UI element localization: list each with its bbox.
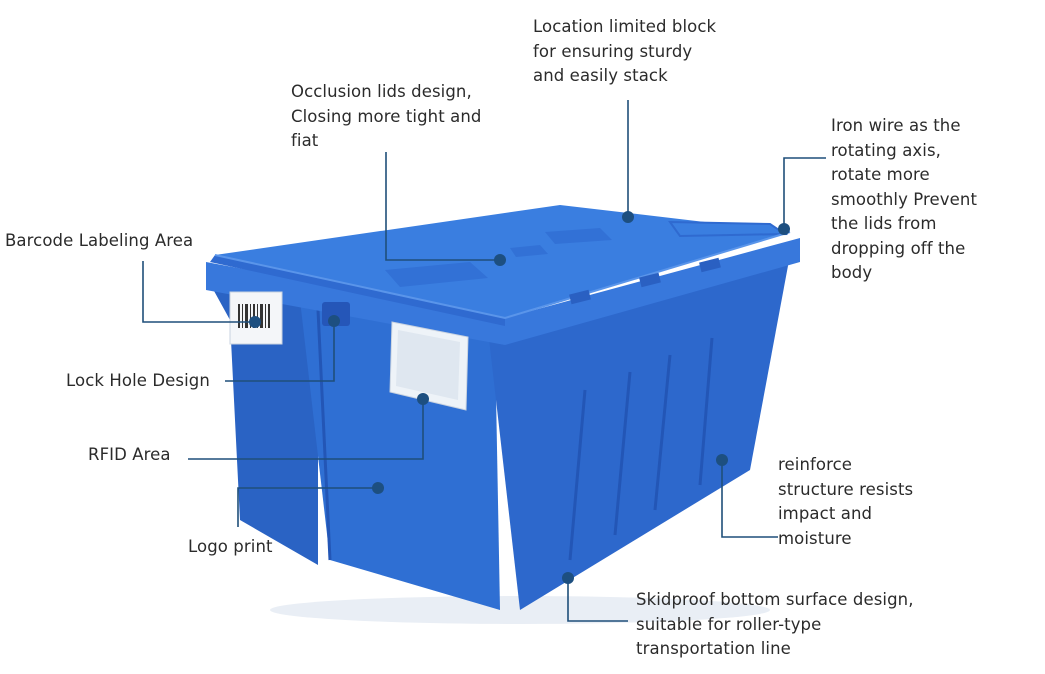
leader-iron-wire [783,157,826,228]
leader-reinforce [721,461,778,538]
dot-occlusion-lids [494,254,506,266]
callout-lock-hole: Lock Hole Design [66,371,210,390]
callout-barcode: Barcode Labeling Area [5,231,194,250]
callout-skidproof: Skidproof bottom surface design, suitabl… [636,590,914,658]
leader-rfid [188,399,424,460]
callout-location-block: Location limited block for ensuring stur… [533,17,717,85]
dot-barcode [249,316,261,328]
crate-left-face [208,280,318,565]
dot-location-block [622,211,634,223]
callout-occlusion-lids: Occlusion lids design, Closing more tigh… [291,82,482,150]
leader-skidproof [567,578,628,622]
leader-lock-hole [225,321,335,382]
dot-logo [372,482,384,494]
dot-lock-hole [328,315,340,327]
callout-logo: Logo print [188,537,273,556]
leader-logo [237,487,378,527]
leader-barcode [142,261,255,323]
callout-rfid: RFID Area [88,445,171,464]
dot-rfid [417,393,429,405]
barcode-label-icon [229,291,283,345]
crate-image [206,205,800,624]
dot-iron-wire [778,223,790,235]
leader-occlusion-lids [385,152,500,261]
callout-reinforce: reinforce structure resists impact and m… [778,455,914,548]
rfid-window-icon [389,321,469,411]
callout-iron-wire: Iron wire as the rotating axis, rotate m… [831,116,978,282]
dot-reinforce [716,454,728,466]
dot-skidproof [562,572,574,584]
crate-right-face [488,255,790,610]
